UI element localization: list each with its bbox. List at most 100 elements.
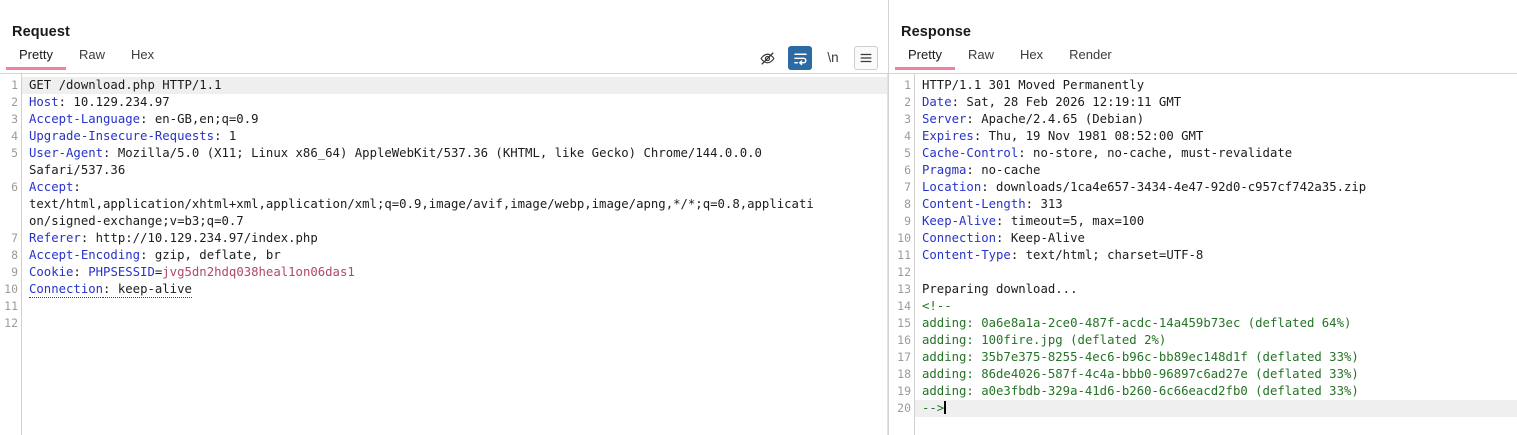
code-segment: Safari/537.36: [29, 163, 125, 177]
newline-icon[interactable]: \n: [821, 46, 845, 70]
code-line[interactable]: Connection: keep-alive: [22, 281, 888, 298]
line-number: 11: [889, 247, 914, 264]
code-segment: Cache-Control: [922, 146, 1018, 160]
code-line[interactable]: Expires: Thu, 19 Nov 1981 08:52:00 GMT: [915, 128, 1517, 145]
line-number: 13: [889, 281, 914, 298]
code-line[interactable]: Accept-Language: en-GB,en;q=0.9: [22, 111, 888, 128]
code-segment: -->: [922, 401, 944, 415]
code-segment: Content-Type: [922, 248, 1011, 262]
line-number: 3: [889, 111, 914, 128]
request-code[interactable]: GET /download.php HTTP/1.1Host: 10.129.2…: [22, 74, 888, 435]
code-line[interactable]: Referer: http://10.129.234.97/index.php: [22, 230, 888, 247]
code-line[interactable]: Upgrade-Insecure-Requests: 1: [22, 128, 888, 145]
code-line[interactable]: adding: 35b7e375-8255-4ec6-b96c-bb89ec14…: [915, 349, 1517, 366]
code-line[interactable]: User-Agent: Mozilla/5.0 (X11; Linux x86_…: [22, 145, 888, 162]
code-segment: Referer: [29, 231, 81, 245]
tab-response-render[interactable]: Render: [1056, 46, 1125, 70]
code-line[interactable]: adding: a0e3fbdb-329a-41d6-b260-6c66eacd…: [915, 383, 1517, 400]
code-line[interactable]: Content-Length: 313: [915, 196, 1517, 213]
code-segment: : no-store, no-cache, must-revalidate: [1018, 146, 1292, 160]
code-segment: Server: [922, 112, 966, 126]
code-line[interactable]: Accept:: [22, 179, 888, 196]
code-line[interactable]: Pragma: no-cache: [915, 162, 1517, 179]
code-segment: adding: 100fire.jpg (deflated 2%): [922, 333, 1166, 347]
response-line-numbers: 1234567891011121314151617181920: [889, 74, 915, 435]
code-segment: Connection: [29, 282, 103, 298]
code-line[interactable]: [915, 264, 1517, 281]
code-line[interactable]: Preparing download...: [915, 281, 1517, 298]
code-line[interactable]: <!--: [915, 298, 1517, 315]
tab-request-raw[interactable]: Raw: [66, 46, 118, 70]
code-line[interactable]: Accept-Encoding: gzip, deflate, br: [22, 247, 888, 264]
code-line[interactable]: Date: Sat, 28 Feb 2026 12:19:11 GMT: [915, 94, 1517, 111]
line-number: 7: [889, 179, 914, 196]
request-editor[interactable]: 12345 6 789101112 GET /download.php HTTP…: [0, 74, 888, 435]
code-segment: : downloads/1ca4e657-3434-4e47-92d0-c957…: [981, 180, 1366, 194]
code-segment: adding: 86de4026-587f-4c4a-bbb0-96897c6a…: [922, 367, 1359, 381]
tab-request-hex[interactable]: Hex: [118, 46, 167, 70]
code-line[interactable]: text/html,application/xhtml+xml,applicat…: [22, 196, 888, 213]
response-editor[interactable]: 1234567891011121314151617181920 HTTP/1.1…: [889, 74, 1517, 435]
code-segment: <!--: [922, 299, 952, 313]
line-number: 1: [889, 77, 914, 94]
response-code[interactable]: HTTP/1.1 301 Moved PermanentlyDate: Sat,…: [915, 74, 1517, 435]
line-number: 17: [889, 349, 914, 366]
code-segment: GET /download.php HTTP/1.1: [29, 78, 222, 92]
code-segment: Accept-Encoding: [29, 248, 140, 262]
tab-response-pretty[interactable]: Pretty: [895, 46, 955, 70]
code-segment: Expires: [922, 129, 974, 143]
menu-icon[interactable]: [854, 46, 878, 70]
code-line[interactable]: [22, 298, 888, 315]
code-segment: Preparing download...: [922, 282, 1077, 296]
line-number: 5: [0, 145, 21, 162]
line-number: 3: [0, 111, 21, 128]
tab-response-hex[interactable]: Hex: [1007, 46, 1056, 70]
newline-label: \n: [827, 51, 838, 65]
line-number: 18: [889, 366, 914, 383]
code-segment: Date: [922, 95, 952, 109]
eye-slash-icon[interactable]: [755, 46, 779, 70]
word-wrap-icon[interactable]: [788, 46, 812, 70]
code-line[interactable]: Connection: Keep-Alive: [915, 230, 1517, 247]
code-line[interactable]: -->: [915, 400, 1517, 417]
request-pane: Request Pretty Raw Hex: [0, 0, 888, 435]
line-number: 9: [0, 264, 21, 281]
code-line[interactable]: Server: Apache/2.4.65 (Debian): [915, 111, 1517, 128]
line-number: 9: [889, 213, 914, 230]
response-pane-title: Response: [889, 0, 1517, 46]
code-line[interactable]: adding: 0a6e8a1a-2ce0-487f-acdc-14a459b7…: [915, 315, 1517, 332]
code-line[interactable]: Content-Type: text/html; charset=UTF-8: [915, 247, 1517, 264]
code-line[interactable]: adding: 86de4026-587f-4c4a-bbb0-96897c6a…: [915, 366, 1517, 383]
line-number: 12: [0, 315, 21, 332]
code-segment: Host: [29, 95, 59, 109]
code-segment: PHPSESSID: [88, 265, 155, 279]
code-line[interactable]: GET /download.php HTTP/1.1: [22, 77, 888, 94]
code-line[interactable]: Safari/537.36: [22, 162, 888, 179]
request-pane-title: Request: [0, 0, 888, 46]
code-line[interactable]: Cookie: PHPSESSID=jvg5dn2hdq038heal1on06…: [22, 264, 888, 281]
code-segment: :: [73, 180, 80, 194]
code-segment: adding: 35b7e375-8255-4ec6-b96c-bb89ec14…: [922, 350, 1359, 364]
line-number: [0, 196, 21, 213]
request-line-numbers: 12345 6 789101112: [0, 74, 22, 435]
code-segment: : Sat, 28 Feb 2026 12:19:11 GMT: [952, 95, 1182, 109]
code-segment: Upgrade-Insecure-Requests: [29, 129, 214, 143]
code-line[interactable]: Keep-Alive: timeout=5, max=100: [915, 213, 1517, 230]
code-line[interactable]: HTTP/1.1 301 Moved Permanently: [915, 77, 1517, 94]
response-pane: Response Pretty Raw Hex Render 123456789…: [889, 0, 1517, 435]
line-number: 10: [889, 230, 914, 247]
tab-request-pretty[interactable]: Pretty: [6, 46, 66, 70]
line-number: 12: [889, 264, 914, 281]
code-line[interactable]: on/signed-exchange;v=b3;q=0.7: [22, 213, 888, 230]
code-segment: : keep-alive: [103, 282, 192, 298]
code-line[interactable]: adding: 100fire.jpg (deflated 2%): [915, 332, 1517, 349]
tab-response-raw[interactable]: Raw: [955, 46, 1007, 70]
code-segment: Content-Length: [922, 197, 1026, 211]
code-line[interactable]: Location: downloads/1ca4e657-3434-4e47-9…: [915, 179, 1517, 196]
code-line[interactable]: Cache-Control: no-store, no-cache, must-…: [915, 145, 1517, 162]
line-number: 20: [889, 400, 914, 417]
code-line[interactable]: [22, 315, 888, 332]
code-line[interactable]: Host: 10.129.234.97: [22, 94, 888, 111]
code-segment: : gzip, deflate, br: [140, 248, 281, 262]
